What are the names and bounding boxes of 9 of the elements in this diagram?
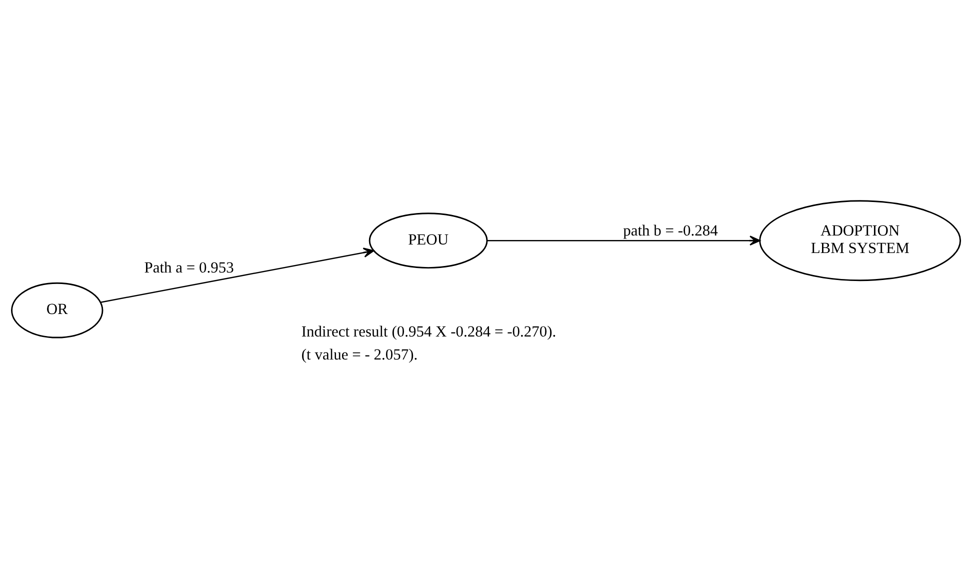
arrow — [100, 248, 374, 303]
arrow — [487, 236, 760, 246]
edge-label: path b = -0.284 — [623, 222, 718, 240]
edge-label: Path a = 0.953 — [144, 259, 234, 276]
label: (t value = - 2.057). — [301, 346, 418, 364]
label: Indirect result (0.954 X -0.284 = -0.270). — [301, 323, 556, 340]
node-ellipse: ADOPTION LBM SYSTEM — [759, 200, 962, 282]
node-ellipse: PEOU — [368, 212, 488, 269]
node-ellipse: OR — [11, 282, 104, 338]
